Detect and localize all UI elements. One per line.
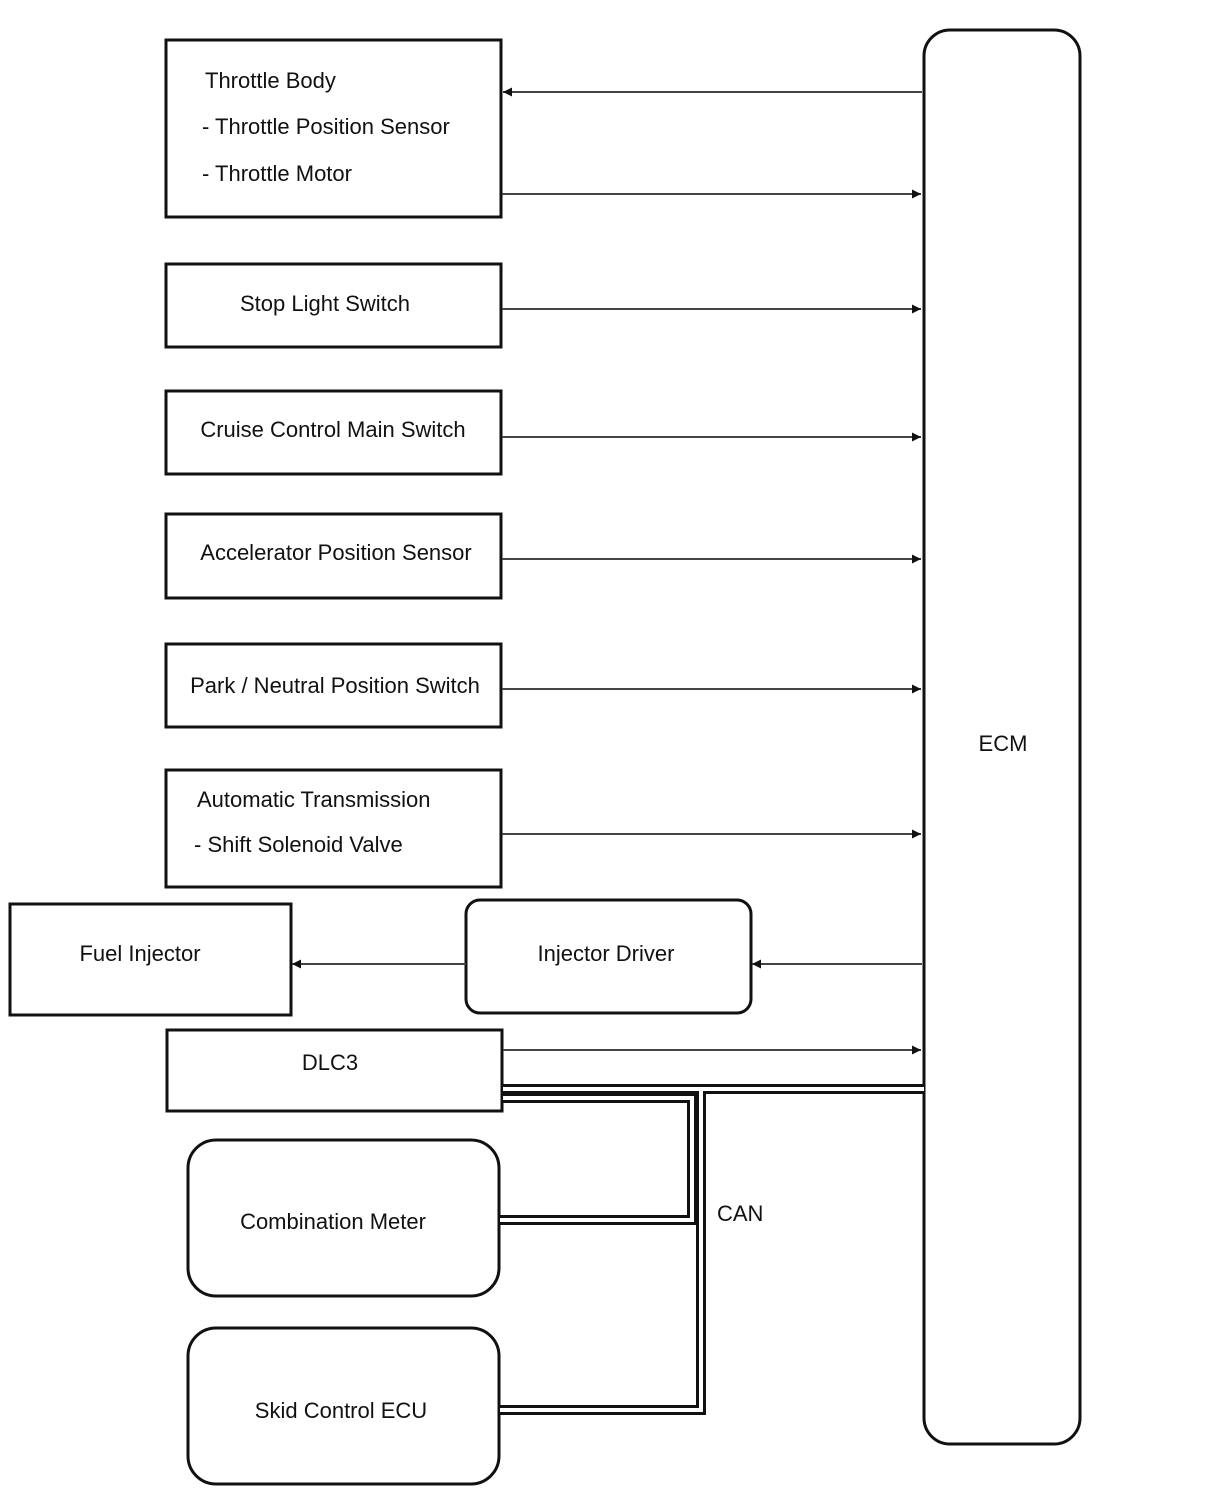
accelerator-sensor-label: Accelerator Position Sensor bbox=[200, 540, 471, 565]
accelerator-sensor-block: Accelerator Position Sensor bbox=[164, 512, 503, 600]
automatic-transmission-box bbox=[164, 768, 503, 889]
can-bus-trunk-line bbox=[500, 1084, 924, 1415]
throttle-body-block: Throttle Body - Throttle Position Sensor… bbox=[164, 38, 503, 219]
park-neutral-switch-block: Park / Neutral Position Switch bbox=[164, 642, 503, 729]
dlc3-label: DLC3 bbox=[302, 1050, 358, 1075]
shift-solenoid-valve-label: - Shift Solenoid Valve bbox=[194, 832, 403, 857]
automatic-transmission-title: Automatic Transmission bbox=[197, 787, 431, 812]
cruise-main-switch-box bbox=[164, 389, 503, 476]
park-neutral-switch-label: Park / Neutral Position Switch bbox=[190, 673, 480, 698]
can-bus: CAN bbox=[500, 1084, 924, 1415]
can-bus-meter-line bbox=[500, 1093, 697, 1225]
stop-light-switch-label: Stop Light Switch bbox=[240, 291, 410, 316]
throttle-position-sensor-label: - Throttle Position Sensor bbox=[202, 114, 450, 139]
fuel-injector-label: Fuel Injector bbox=[79, 941, 200, 966]
automatic-transmission-block: Automatic Transmission - Shift Solenoid … bbox=[164, 768, 503, 889]
dlc3-block: DLC3 bbox=[165, 1028, 504, 1113]
throttle-motor-label: - Throttle Motor bbox=[202, 161, 352, 186]
signal-lines bbox=[292, 87, 922, 1055]
injector-driver-block: Injector Driver bbox=[464, 898, 753, 1015]
ecm-label: ECM bbox=[979, 731, 1028, 756]
can-label: CAN bbox=[717, 1201, 763, 1226]
fuel-injector-block: Fuel Injector bbox=[8, 902, 293, 1017]
injector-driver-label: Injector Driver bbox=[538, 941, 675, 966]
stop-light-switch-block: Stop Light Switch bbox=[164, 262, 503, 349]
ecm-block: ECM bbox=[922, 28, 1082, 1446]
combination-meter-block: Combination Meter bbox=[186, 1138, 501, 1298]
accelerator-sensor-box bbox=[164, 512, 503, 600]
fuel-injector-box bbox=[8, 902, 293, 1017]
cruise-main-switch-label: Cruise Control Main Switch bbox=[200, 417, 465, 442]
injector-driver-box bbox=[464, 898, 753, 1015]
throttle-body-box bbox=[164, 38, 503, 219]
stop-light-switch-box bbox=[164, 262, 503, 349]
skid-control-ecu-box bbox=[186, 1326, 501, 1486]
park-neutral-switch-box bbox=[164, 642, 503, 729]
cruise-main-switch-block: Cruise Control Main Switch bbox=[164, 389, 503, 476]
skid-control-ecu-label: Skid Control ECU bbox=[255, 1398, 427, 1423]
ecm-box bbox=[922, 28, 1082, 1446]
combination-meter-label: Combination Meter bbox=[240, 1209, 426, 1234]
skid-control-ecu-block: Skid Control ECU bbox=[186, 1326, 501, 1486]
throttle-body-title: Throttle Body bbox=[205, 68, 336, 93]
dlc3-box bbox=[165, 1028, 504, 1113]
combination-meter-box bbox=[186, 1138, 501, 1298]
